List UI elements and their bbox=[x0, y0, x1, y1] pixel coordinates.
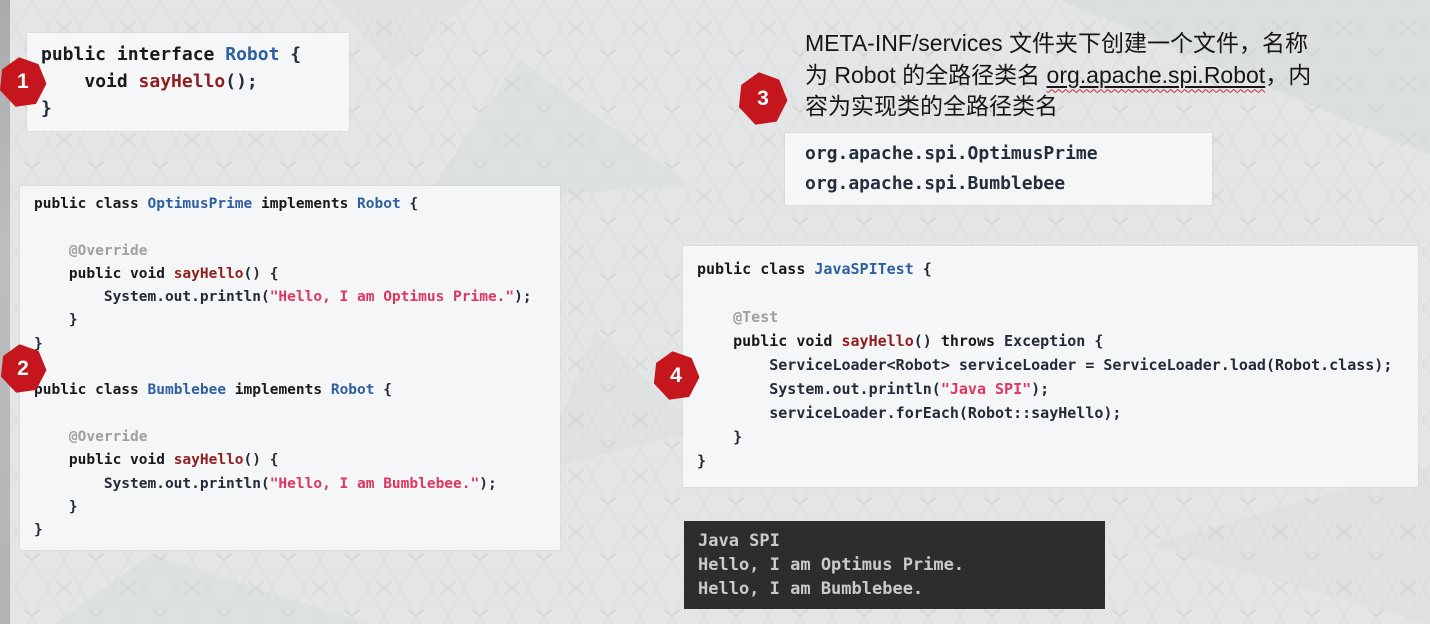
code-line: } bbox=[697, 428, 743, 446]
code-line: Hello, I am Optimus Prime. bbox=[698, 555, 965, 575]
code-line: Java SPI bbox=[698, 531, 780, 551]
implementation-classes-code-block: public class OptimusPrime implements Rob… bbox=[20, 186, 560, 550]
step3-description: META-INF/services 文件夹下创建一个文件，名称为 Robot 的… bbox=[805, 28, 1385, 123]
step-badge-3-label: 3 bbox=[756, 86, 769, 110]
services-file-content-block: org.apache.spi.OptimusPrime org.apache.sp… bbox=[785, 133, 1212, 205]
step-badge-2-label: 2 bbox=[17, 356, 29, 380]
code-line: serviceLoader.forEach(Robot::sayHello); bbox=[697, 404, 1122, 422]
code-line bbox=[697, 281, 1418, 305]
code-line: } bbox=[41, 98, 52, 119]
console-output-block: Java SPI Hello, I am Optimus Prime. Hello,… bbox=[684, 521, 1105, 609]
code-line: public class JavaSPITest { bbox=[697, 260, 932, 278]
code-line: public class Bumblebee implements Robot … bbox=[34, 382, 392, 399]
left-edge-strip bbox=[0, 0, 10, 624]
code-line bbox=[34, 356, 560, 379]
code-line: 为 Robot 的全路径类名 org.apache.spi.Robot，内 bbox=[805, 61, 1312, 88]
code-line: ServiceLoader<Robot> serviceLoader = Ser… bbox=[697, 356, 1393, 374]
java-spi-test-code-block: public class JavaSPITest { @Test public … bbox=[683, 246, 1418, 487]
code-line: org.apache.spi.OptimusPrime bbox=[805, 143, 1098, 164]
code-line: @Test bbox=[697, 308, 779, 326]
code-line: } bbox=[34, 312, 78, 329]
code-line: } bbox=[34, 335, 43, 352]
code-line: } bbox=[34, 498, 78, 515]
interface-robot-code-block: public interface Robot { void sayHello()… bbox=[27, 33, 349, 131]
code-line: void sayHello(); bbox=[84, 71, 258, 92]
step-badge-4-label: 4 bbox=[670, 363, 682, 387]
code-line: Hello, I am Bumblebee. bbox=[698, 579, 924, 599]
code-line: META-INF/services 文件夹下创建一个文件，名称 bbox=[805, 30, 1309, 56]
code-line: public void sayHello() { bbox=[68, 452, 279, 469]
step-badge-1-label: 1 bbox=[16, 70, 29, 93]
code-line: public void sayHello() throws Exception … bbox=[733, 332, 1104, 350]
code-line: } bbox=[697, 452, 707, 470]
code-line: System.out.println("Hello, I am Bumblebe… bbox=[34, 475, 497, 492]
code-line: } bbox=[34, 522, 43, 539]
code-line: System.out.println("Hello, I am Optimus … bbox=[34, 289, 532, 306]
code-line: public interface Robot { bbox=[41, 44, 302, 65]
code-line: public class OptimusPrime implements Rob… bbox=[34, 196, 419, 212]
code-line: org.apache.spi.Bumblebee bbox=[805, 173, 1066, 194]
underlined-classpath-text: org.apache.spi.Robot bbox=[1046, 61, 1266, 88]
code-line: public void sayHello() { bbox=[68, 265, 279, 282]
code-line bbox=[34, 403, 560, 426]
code-line: System.out.println("Java SPI"); bbox=[697, 380, 1050, 398]
code-line bbox=[34, 216, 560, 239]
code-line: 容为实现类的全路径类名 bbox=[805, 93, 1058, 119]
code-line: @Override bbox=[34, 242, 148, 259]
code-line: @Override bbox=[34, 428, 148, 445]
